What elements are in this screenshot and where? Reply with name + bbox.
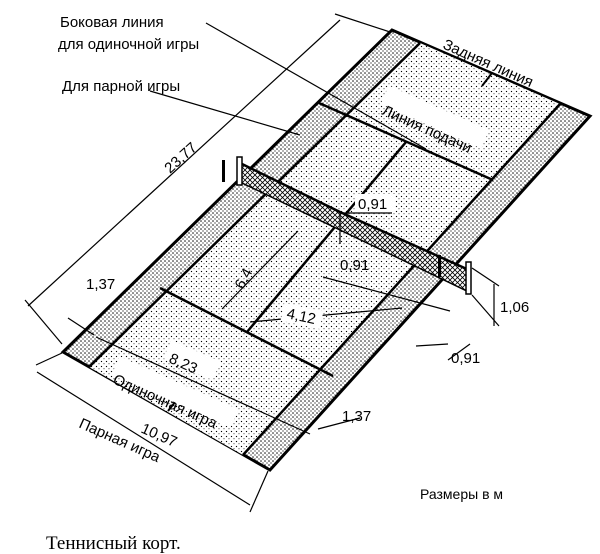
post-offset-label: 0,91 xyxy=(340,257,369,274)
service-line-far xyxy=(318,101,494,182)
singles-sideline-label-1: Боковая линия xyxy=(60,14,164,31)
service-line-near xyxy=(159,286,334,378)
net-post-right xyxy=(465,261,472,295)
service-box-width-bg xyxy=(280,303,324,329)
singles-area xyxy=(89,43,560,455)
net-height-post-label: 1,06 xyxy=(500,299,529,316)
center-mark-far xyxy=(481,72,493,87)
singles-sideline-label-2: для одиночной игры xyxy=(58,36,199,53)
dimension-lines xyxy=(24,13,500,513)
net-height-center-label: 0,91 xyxy=(358,196,387,213)
singles-stick-left xyxy=(222,160,225,182)
service-line-label-bg xyxy=(380,85,490,149)
net xyxy=(222,156,472,295)
service-box-width-label: 4,12 xyxy=(285,305,317,328)
net-tape-2 xyxy=(339,210,470,272)
singles-width-bg xyxy=(163,339,221,381)
net-post-left xyxy=(236,156,243,186)
singles-game-label-bg xyxy=(111,356,239,428)
baseline-label-bg xyxy=(442,30,552,94)
post-outside-label: 0,91 xyxy=(451,350,480,367)
doubles-sideline-label: Для парной игры xyxy=(62,78,180,95)
court xyxy=(60,28,593,472)
singles-sideline-right xyxy=(242,103,561,456)
singles-stick-right xyxy=(438,255,441,277)
alley-width-bottom-label: 1,37 xyxy=(342,408,371,425)
center-service-line xyxy=(246,141,407,333)
singles-sideline-left xyxy=(88,42,421,368)
court-length-label: 23,77 xyxy=(161,139,200,177)
figure-caption: Теннисный корт. xyxy=(46,533,181,554)
units-note: Размеры в м xyxy=(420,486,503,502)
net-tape xyxy=(239,161,341,214)
net-height-label-bg xyxy=(355,194,395,212)
alley-width-top-label: 1,37 xyxy=(86,276,115,293)
